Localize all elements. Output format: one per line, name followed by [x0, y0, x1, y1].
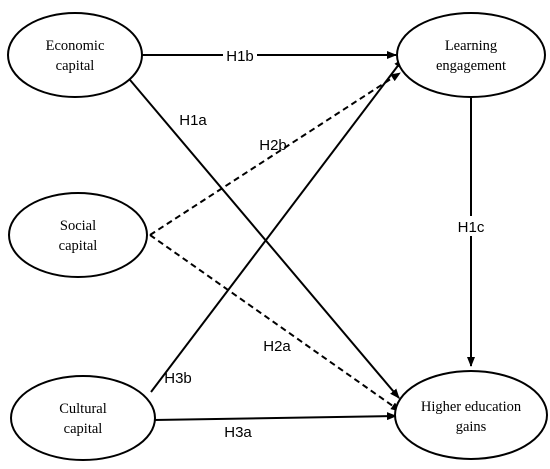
- edges: [124, 51, 475, 421]
- node-higher-education-gains: Higher education gains: [394, 370, 548, 460]
- edge-h2b-label: H2b: [259, 137, 287, 154]
- node-learning-label-1: Learning: [445, 38, 497, 54]
- edge-h1c-label: H1c: [458, 219, 485, 236]
- edge-h3b-line: [150, 58, 404, 393]
- node-economic-capital: Economic capital: [7, 12, 143, 98]
- edge-h3b-label: H3b: [164, 370, 192, 387]
- edge-h1a-line: [124, 73, 400, 399]
- node-learning-engagement: Learning engagement: [396, 12, 546, 98]
- node-economic-label-2: capital: [56, 58, 95, 74]
- node-learning-label-2: engagement: [436, 58, 506, 74]
- edge-h2a-line: [149, 234, 401, 412]
- edge-h2b-line: [149, 72, 401, 236]
- edge-h1b-label: H1b: [226, 48, 254, 65]
- edge-h3a-line: [153, 412, 397, 421]
- node-cultural-label-2: capital: [64, 421, 103, 437]
- edge-h1a-label: H1a: [179, 112, 207, 129]
- node-social-label-1: Social: [60, 218, 96, 234]
- edge-h3a-label: H3a: [224, 424, 252, 441]
- node-social-label-2: capital: [59, 238, 98, 254]
- edge-labels: H1b H1a H2b H1c H2a H3b H3a: [164, 45, 487, 441]
- node-higher-label-2: gains: [456, 419, 487, 435]
- node-cultural-label-1: Cultural: [59, 401, 107, 417]
- node-social-capital: Social capital: [8, 192, 148, 278]
- node-economic-label-1: Economic: [46, 38, 105, 54]
- edge-h2a-label: H2a: [263, 338, 291, 355]
- node-higher-label-1: Higher education: [421, 399, 522, 415]
- node-cultural-capital: Cultural capital: [10, 375, 156, 461]
